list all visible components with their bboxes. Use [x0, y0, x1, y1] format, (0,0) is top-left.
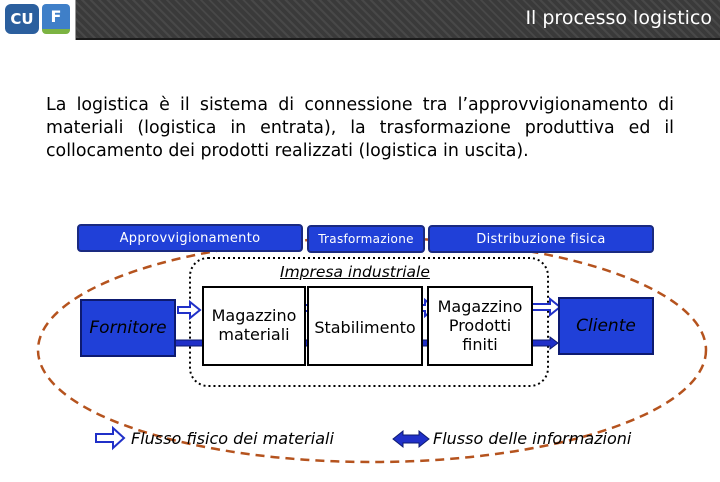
phase-distribuzione: Distribuzione fisica: [428, 225, 654, 253]
faculty-logo: F: [42, 4, 70, 34]
phase-label: Trasformazione: [318, 232, 414, 246]
plant-box: Stabilimento: [307, 286, 423, 366]
materials-store-line1: Magazzino: [211, 306, 297, 325]
company-boundary: [189, 257, 549, 387]
legend-physical-label: Flusso fisico dei materiali: [131, 429, 334, 448]
materials-store-box: Magazzino materiali: [202, 286, 306, 366]
products-store-line2: Prodotti: [448, 316, 512, 335]
products-store-line3: finiti: [462, 335, 498, 354]
customer-label: Cliente: [576, 316, 636, 336]
products-store-line1: Magazzino: [437, 297, 523, 316]
company-label: Impresa industriale: [280, 263, 430, 281]
phase-trasformazione: Trasformazione: [307, 225, 425, 253]
legend-information-arrow: [392, 429, 430, 449]
physical-flow-arrow: [177, 299, 202, 321]
intro-paragraph: La logistica è il sistema di connessione…: [46, 95, 674, 161]
materials-store-line2: materiali: [218, 325, 290, 344]
legend-information-label: Flusso delle informazioni: [433, 429, 632, 448]
plant-label: Stabilimento: [314, 318, 416, 337]
legend-physical-arrow: [95, 425, 126, 451]
phase-approvvigionamento: Approvvigionamento: [77, 224, 303, 252]
header-bar: CU F Il processo logistico: [0, 0, 720, 40]
logo-area: CU F: [0, 0, 76, 40]
customer-box: Cliente: [558, 297, 654, 355]
physical-flow-arrow: [531, 296, 562, 318]
products-store-box: Magazzino Prodotti finiti: [427, 286, 533, 366]
university-logo: CU: [5, 4, 39, 34]
phase-label: Distribuzione fisica: [476, 231, 606, 247]
phase-label: Approvvigionamento: [119, 230, 261, 246]
page-title: Il processo logistico: [525, 7, 712, 29]
supplier-label: Fornitore: [89, 318, 167, 338]
supplier-box: Fornitore: [80, 299, 176, 357]
